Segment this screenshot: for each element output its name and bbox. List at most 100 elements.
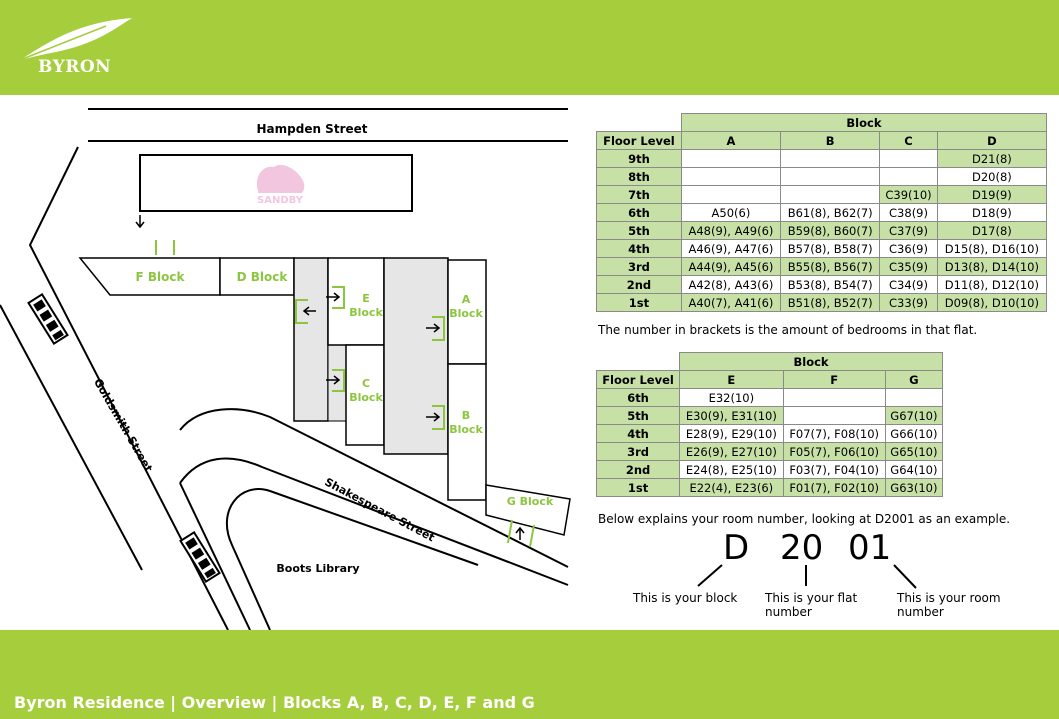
label-d-block: D Block <box>237 270 289 284</box>
flat-cell: E30(9), E31(10) <box>679 406 784 425</box>
flat-cell: E28(9), E29(10) <box>679 424 784 443</box>
flat-cell: F05(7), F06(10) <box>782 442 886 461</box>
flat-cell: F07(7), F08(10) <box>782 424 886 443</box>
flat-cell: G67(10) <box>884 406 944 425</box>
floor-level-cell: 7th <box>596 185 682 204</box>
label-f-block: F Block <box>136 270 186 284</box>
label-g-block: G Block <box>507 495 554 508</box>
flat-cell: D17(8) <box>936 221 1048 240</box>
floor-level-cell: 9th <box>596 149 682 168</box>
flat-cell: E32(10) <box>679 388 784 407</box>
block-explanation: This is your block <box>633 591 737 605</box>
c-block-building <box>345 344 385 446</box>
entrance-g-icon <box>507 519 535 548</box>
flat-cell: D09(8), D10(10) <box>936 293 1048 312</box>
road-edge <box>179 457 569 586</box>
label-b-block: B <box>462 409 470 422</box>
flat-cell <box>879 149 938 168</box>
table-column-header: C <box>879 131 938 150</box>
entrance-f-icon <box>155 240 175 255</box>
label-b-block-2: Block <box>449 423 483 436</box>
label-e-block-2: Block <box>349 306 383 319</box>
label-c-block: C <box>362 377 370 390</box>
flat-cell: A48(9), A49(6) <box>680 221 782 240</box>
tram-icon <box>27 293 69 345</box>
room-explanation-line1: This is your room <box>897 591 1001 605</box>
table-corner <box>597 353 680 371</box>
floor-level-cell: 4th <box>595 424 681 443</box>
bedroom-note: The number in brackets is the amount of … <box>598 323 978 337</box>
flat-cell: B53(8), B54(7) <box>780 275 881 294</box>
floor-level-cell: 1st <box>596 293 682 312</box>
flat-cell: C35(9) <box>879 257 938 276</box>
floor-level-cell: 3rd <box>596 257 682 276</box>
block-explanation-text: This is your block <box>633 591 738 605</box>
b-block-building <box>447 363 487 501</box>
logo-text: BYRON <box>38 57 112 77</box>
flat-cell <box>782 406 886 425</box>
header-bar <box>0 0 1059 95</box>
flat-cell: B57(8), B58(7) <box>780 239 881 258</box>
label-e-block: E <box>362 292 370 305</box>
flat-cell: C38(9) <box>879 203 938 222</box>
street-hampden: Hampden Street <box>257 122 368 136</box>
floor-level-cell: 4th <box>596 239 682 258</box>
table-column-header: Floor Level <box>595 370 681 389</box>
flat-cell: F03(7), F04(10) <box>782 460 886 479</box>
flat-cell: B59(8), B60(7) <box>780 221 881 240</box>
road-edge <box>0 304 143 571</box>
floor-level-cell: 2nd <box>595 460 681 479</box>
table-group-header: Block <box>680 113 1048 132</box>
tram-icon <box>179 531 221 583</box>
entrance-e-icon <box>326 286 345 309</box>
flat-cell: D13(8), D14(10) <box>936 257 1048 276</box>
footer-bar <box>0 630 1059 719</box>
room-pointer-lines <box>697 564 917 589</box>
e-block-building <box>327 257 385 346</box>
entrance-d-icon <box>295 299 316 324</box>
flat-cell <box>782 388 886 407</box>
flat-cell <box>884 388 944 407</box>
flat-cell: E22(4), E23(6) <box>679 478 784 497</box>
table-corner <box>597 114 682 132</box>
flat-cell: A46(9), A47(6) <box>680 239 782 258</box>
flat-cell <box>680 167 782 186</box>
flat-cell <box>879 167 938 186</box>
sandby-label: SANDBY <box>257 195 304 206</box>
floor-level-cell: 6th <box>595 388 681 407</box>
flat-cell: B61(8), B62(7) <box>780 203 881 222</box>
table-column-header: F <box>782 370 886 389</box>
flat-cell: D15(8), D16(10) <box>936 239 1048 258</box>
entrance-b-icon <box>426 405 445 430</box>
footer-title: Byron Residence | Overview | Blocks A, B… <box>14 693 535 712</box>
floor-level-cell: 8th <box>596 167 682 186</box>
flat-cell: F01(7), F02(10) <box>782 478 886 497</box>
flat-cell: D19(9) <box>936 185 1048 204</box>
flat-cell: C39(10) <box>879 185 938 204</box>
road-edge <box>226 488 479 630</box>
flat-cell: A50(6) <box>680 203 782 222</box>
road-edge <box>179 408 569 568</box>
flat-cell: A44(9), A45(6) <box>680 257 782 276</box>
grey-wing <box>383 257 449 455</box>
room-flat-number: 20 <box>780 528 824 568</box>
room-room-number: 01 <box>848 528 892 568</box>
flat-cell <box>680 185 782 204</box>
flat-cell: G63(10) <box>884 478 944 497</box>
flat-explanation-line2: number <box>765 605 812 619</box>
flat-cell <box>780 149 881 168</box>
label-a-block: A <box>462 293 471 306</box>
flat-cell <box>780 167 881 186</box>
street-shakespeare: Shakespeare Street <box>323 475 437 544</box>
flat-cell: D21(8) <box>936 149 1048 168</box>
floor-level-cell: 1st <box>595 478 681 497</box>
corridor-grey <box>293 257 329 422</box>
table-column-header: B <box>780 131 881 150</box>
